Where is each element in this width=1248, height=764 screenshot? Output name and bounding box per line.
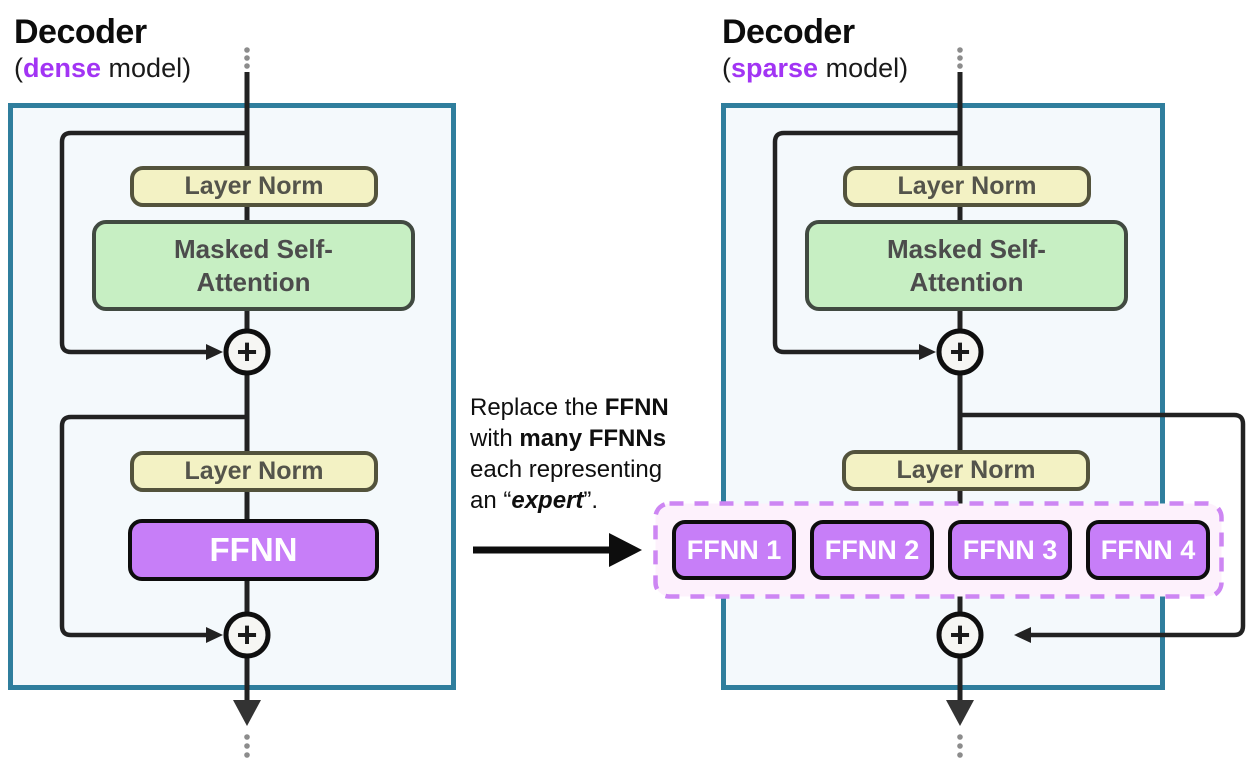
right-residual-bottom-line [960,412,1246,638]
left-residual-top-line [59,130,247,355]
annotation-line-2: with many FFNNs [470,423,720,454]
plus-icon: + [949,331,970,372]
left-ffnn-block: FFNN [128,519,379,581]
right-residual-top-arrow-icon [919,344,936,360]
right-add-bottom: + [936,611,984,659]
annotation-bold: many FFNNs [519,425,667,452]
annotation-text: each representing [470,456,663,483]
expert-ffnn-2: FFNN 2 [810,520,934,580]
plus-icon: + [949,614,970,655]
annotation-text: an “ [470,487,512,514]
subtitle-highlight-dense: dense [23,53,102,83]
left-add-top: + [223,328,271,376]
left-layer-norm-top: Layer Norm [130,166,378,207]
left-residual-top-arrow-icon [206,344,223,360]
left-residual-bottom-line [59,414,247,638]
annotation-bold: FFNN [604,394,669,421]
left-layer-norm-bottom: Layer Norm [130,451,378,492]
left-panel-subtitle: (dense model) [14,52,191,84]
left-residual-bottom-arrow-icon [206,627,223,643]
top-ellipsis-left-icon [244,47,250,69]
right-masked-self-attention: Masked Self-Attention [805,220,1128,311]
expert-ffnn-4: FFNN 4 [1086,520,1210,580]
annotation-line-3: each representing [470,454,720,485]
annotation-expert-emphasis: expert [511,487,584,514]
replace-annotation: Replace the FFNN with many FFNNs each re… [470,392,720,516]
left-output-arrow-icon [233,700,261,726]
plus-icon: + [236,614,257,655]
right-residual-top-line [772,130,960,355]
expert-ffnn-1: FFNN 1 [672,520,796,580]
right-add-top: + [936,328,984,376]
subtitle-open: ( [722,53,731,83]
annotation-text: with [470,425,520,452]
plus-icon: + [236,331,257,372]
right-output-arrow-icon [946,700,974,726]
top-ellipsis-right-icon [957,47,963,69]
left-add-bottom: + [223,611,271,659]
subtitle-rest: model) [101,53,192,83]
right-residual-bottom-arrow-icon [1014,627,1031,643]
annotation-line-4: an “expert”. [470,485,720,516]
attention-label: Masked Self-Attention [887,234,1046,297]
replace-arrow-icon [473,533,642,567]
subtitle-rest: model) [818,53,909,83]
bottom-ellipsis-right-icon [957,734,963,758]
subtitle-highlight-sparse: sparse [731,53,819,83]
attention-label: Masked Self-Attention [174,234,333,297]
annotation-line-1: Replace the FFNN [470,392,720,423]
left-masked-self-attention: Masked Self-Attention [92,220,415,311]
right-layer-norm-top: Layer Norm [843,166,1091,207]
annotation-text: Replace the [470,394,605,421]
subtitle-open: ( [14,53,23,83]
bottom-ellipsis-left-icon [244,734,250,758]
right-layer-norm-bottom: Layer Norm [842,450,1090,491]
experts-container [653,501,1224,599]
expert-ffnn-3: FFNN 3 [948,520,1072,580]
right-panel-subtitle: (sparse model) [722,52,908,84]
left-panel-title: Decoder [14,13,147,51]
annotation-text: ”. [583,487,599,514]
right-panel-title: Decoder [722,13,855,51]
